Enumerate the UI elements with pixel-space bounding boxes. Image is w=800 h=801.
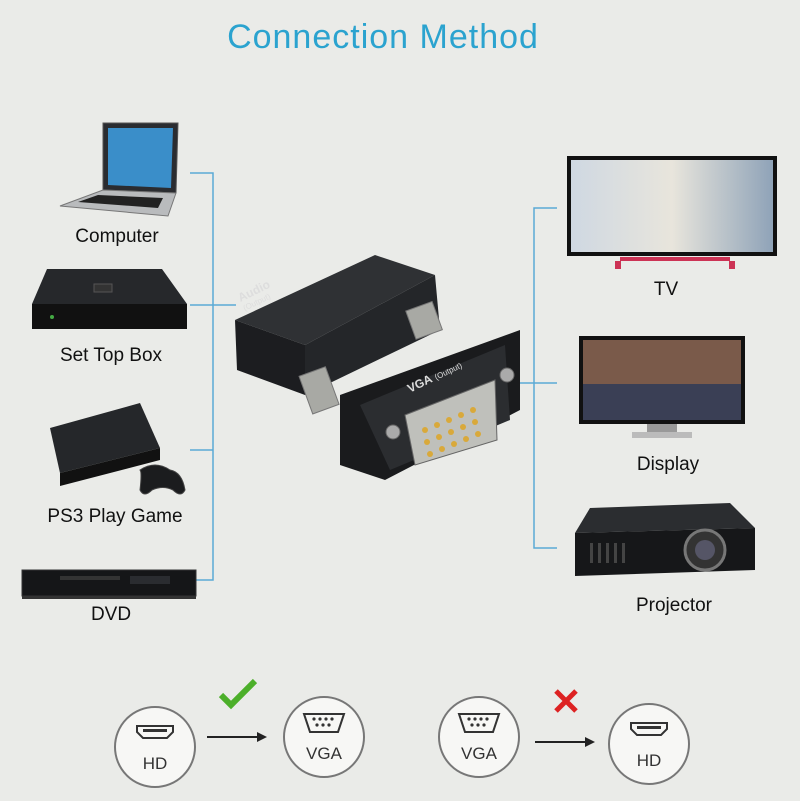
hdmi-port-icon <box>630 722 668 736</box>
vga-port-icon <box>302 713 346 733</box>
arrow-right-icon <box>207 732 267 742</box>
vga-port-icon <box>457 713 501 733</box>
hd-port-label: HD <box>142 754 168 773</box>
game-console-icon <box>50 403 186 495</box>
arrow-right-icon-2 <box>535 737 595 747</box>
cross-icon <box>554 689 578 713</box>
device-label-dvd: DVD <box>90 604 132 625</box>
monitor-icon <box>579 336 745 438</box>
device-label-tv: TV <box>653 279 679 300</box>
check-icon <box>218 678 258 710</box>
vga-port-circle: VGA <box>283 696 365 778</box>
vga-port-circle-2: VGA <box>438 696 520 778</box>
page-title: Connection Method <box>227 18 539 56</box>
dvd-player-icon <box>21 569 197 599</box>
device-label-computer: Computer <box>75 226 159 247</box>
device-label-set-top-box: Set Top Box <box>59 345 163 366</box>
hd-port-label-2: HD <box>636 751 662 770</box>
hdmi-port-icon <box>136 725 174 739</box>
laptop-icon <box>59 122 179 217</box>
hdmi-to-vga-adapter-image <box>235 255 520 480</box>
device-label-ps3-play-game: PS3 Play Game <box>47 506 183 527</box>
hd-port-circle: HD <box>114 706 196 788</box>
projector-icon <box>575 503 755 576</box>
tv-icon <box>567 156 777 269</box>
set-top-box-icon <box>32 269 187 329</box>
hd-port-circle-2: HD <box>608 703 690 785</box>
device-label-display: Display <box>636 454 700 475</box>
device-label-projector: Projector <box>635 595 713 616</box>
vga-port-label-2: VGA <box>461 744 497 763</box>
vga-port-label: VGA <box>306 744 342 763</box>
